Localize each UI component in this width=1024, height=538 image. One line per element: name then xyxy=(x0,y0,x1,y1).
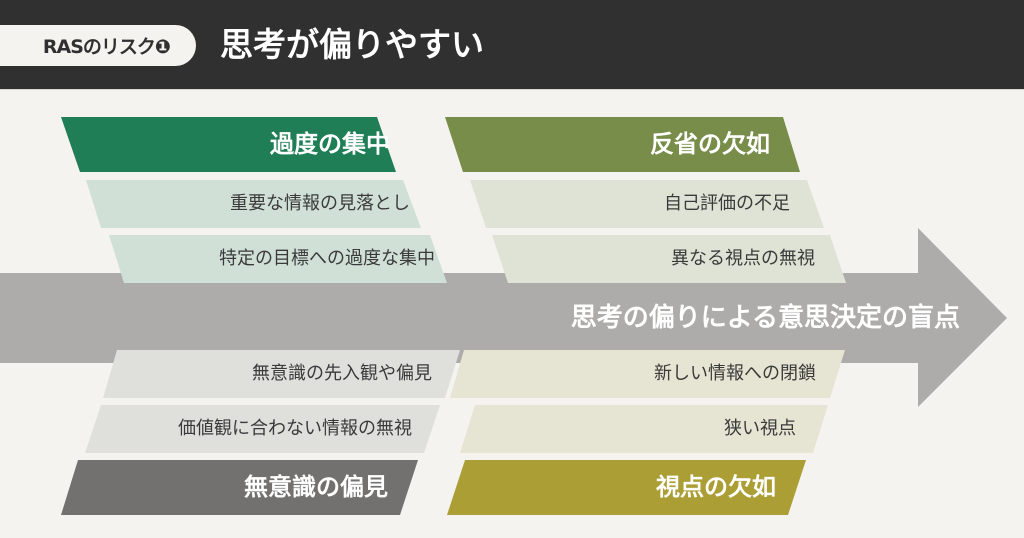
reflection-item-1-shape xyxy=(470,180,824,228)
arrow-label: 思考の偏りによる意思決定の盲点 xyxy=(570,303,960,333)
risk-badge: RASのリスク❶ xyxy=(0,25,196,66)
perspective-title: 視点の欠如 xyxy=(656,473,776,501)
focus-item-1-shape xyxy=(86,180,421,228)
page-title: 思考が偏りやすい xyxy=(220,25,484,64)
perspective-item-2-shape xyxy=(460,405,828,453)
focus-item-2-shape xyxy=(109,235,447,283)
bias-title: 無意識の偏見 xyxy=(244,473,388,501)
focus-item-1: 重要な情報の見落とし xyxy=(230,193,410,214)
title-bar-divider xyxy=(0,89,1024,90)
reflection-header-shape xyxy=(445,117,800,172)
reflection-item-2: 異なる視点の無視 xyxy=(671,248,815,269)
bias-header-shape xyxy=(61,460,418,515)
bias-item-1-shape xyxy=(103,350,460,398)
bias-item-1: 無意識の先入観や偏見 xyxy=(252,363,432,384)
risk-badge-label: RASのリスク❶ xyxy=(42,36,171,58)
perspective-item-1-shape xyxy=(450,350,845,398)
bias-item-2-shape xyxy=(85,405,440,453)
focus-item-2: 特定の目標への過度な集中 xyxy=(219,248,435,269)
focus-header-shape xyxy=(61,117,396,172)
reflection-item-2-shape xyxy=(492,235,846,283)
perspective-header-shape xyxy=(447,460,806,515)
bias-item-2: 価値観に合わない情報の無視 xyxy=(178,418,412,439)
perspective-item-1: 新しい情報への閉鎖 xyxy=(654,363,816,384)
perspective-item-2: 狭い視点 xyxy=(724,418,796,439)
focus-title: 過度の集中 xyxy=(270,130,390,158)
reflection-item-1: 自己評価の不足 xyxy=(664,193,790,214)
reflection-title: 反省の欠如 xyxy=(650,130,770,158)
